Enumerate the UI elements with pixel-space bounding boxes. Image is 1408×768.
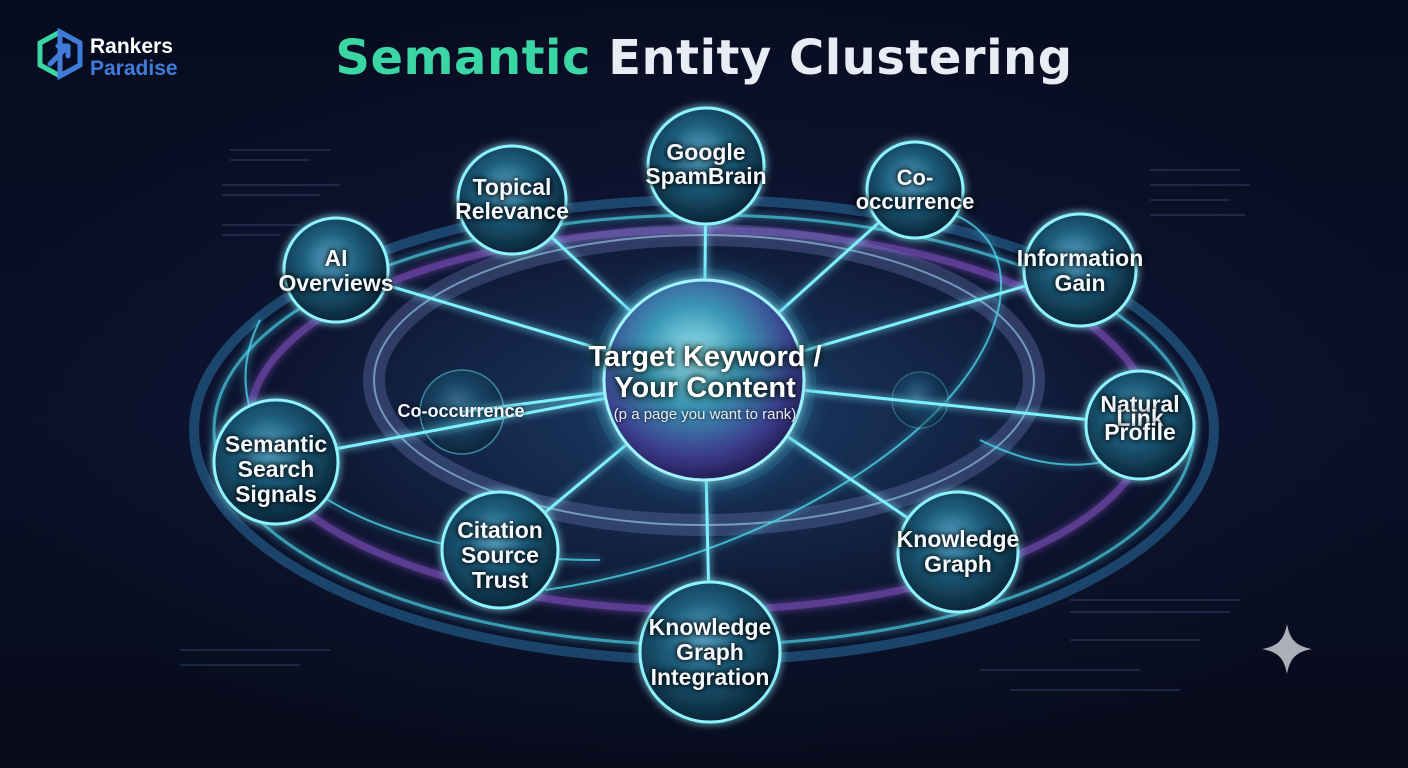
node-label-knowledge-graph-integration: Knowledge Graph Integration xyxy=(648,614,772,690)
node-label-natural-link-profile: Natural Link Profile xyxy=(1100,391,1180,445)
node-knowledge-graph-integration xyxy=(638,580,782,724)
brand-logo[interactable]: Rankers Paradise xyxy=(38,30,238,86)
node-label-co-occurrence: Co- occurrence xyxy=(855,165,975,214)
node-knowledge-graph xyxy=(896,490,1020,614)
center-orb xyxy=(602,278,806,482)
node-label-information-gain: Information Gain xyxy=(1016,245,1144,296)
node-semantic-search-signals xyxy=(212,398,340,526)
node-ai-overviews xyxy=(282,216,390,324)
center-subtitle: (p a page you want to rank) xyxy=(613,406,797,423)
node-label-semantic-search-signals: Semantic Search Signals xyxy=(224,431,328,507)
sparkle-icon xyxy=(1262,624,1312,674)
node-information-gain xyxy=(1022,212,1138,328)
node-label-citation-source-trust: Citation Source Trust xyxy=(457,517,543,593)
brand-name-line1: Rankers xyxy=(90,35,173,58)
node-label-ai-overviews: AI Overviews xyxy=(278,245,394,296)
title-rest: Entity Clustering xyxy=(608,30,1073,86)
node-label-topical-relevance: Topical Relevance xyxy=(455,174,569,224)
node-topical-relevance xyxy=(456,144,568,256)
page-title: Semantic Entity Clustering xyxy=(0,30,1408,86)
node-label-knowledge-graph: Knowledge Graph xyxy=(896,526,1020,577)
node-label-google-spambrain: Google SpamBrain xyxy=(645,139,767,189)
background-text-lines xyxy=(180,149,1250,691)
arrow-up-right-hexagon-icon xyxy=(37,27,83,81)
node-google-spambrain xyxy=(646,106,766,226)
center-title: Target Keyword / Your Content xyxy=(588,341,822,404)
inner-node-label: Co-occurrence xyxy=(397,401,525,421)
brand-name-line2: Paradise xyxy=(90,57,178,80)
node-natural-link-profile xyxy=(1084,369,1196,481)
node-co-occurrence-top xyxy=(865,140,965,240)
title-accent: Semantic xyxy=(335,30,591,86)
node-citation-source-trust xyxy=(440,490,560,610)
